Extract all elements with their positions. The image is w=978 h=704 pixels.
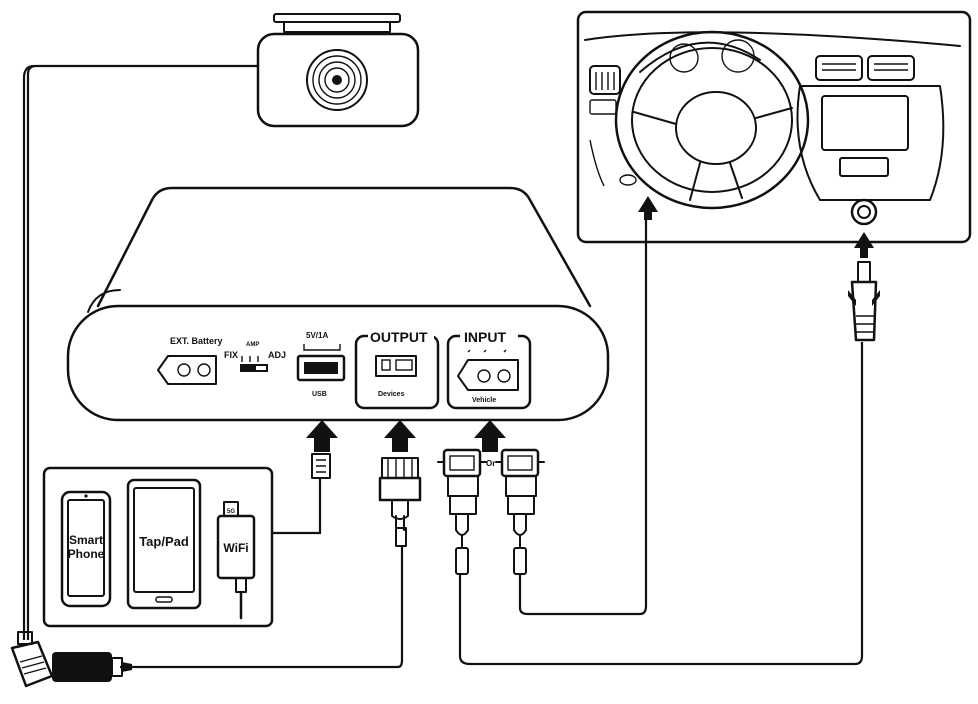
- amp-switch: FIX ADJ AMP: [224, 342, 286, 372]
- camera-lens-icon: [306, 49, 368, 111]
- ext-battery-port: EXT. Battery: [157, 336, 223, 385]
- input-title: INPUT: [464, 329, 506, 345]
- input-sub-label: Vehicle: [472, 397, 496, 404]
- usb-bottom-label: USB: [312, 391, 327, 398]
- lighter-socket-icon: [850, 198, 878, 226]
- wires: [22, 64, 864, 669]
- output-port: OUTPUT Devices: [354, 328, 440, 410]
- smartphone-line2: Phone: [68, 547, 105, 561]
- smartphone-line1: Smart: [69, 533, 103, 547]
- harness-to-ignition: [518, 210, 648, 616]
- usb-port: 5V/1A USB: [296, 331, 346, 398]
- fix-label: FIX: [224, 350, 238, 360]
- amp-label: AMP: [246, 342, 259, 348]
- dashcam-cable: [26, 64, 258, 640]
- infotainment-screen: [821, 95, 909, 151]
- input-arrow-icon: [474, 420, 506, 452]
- power-bank-top: [96, 186, 592, 308]
- output-sub-label: Devices: [378, 391, 405, 398]
- wifi-small-label: 5G: [227, 509, 235, 515]
- wifi-label: WiFi: [223, 541, 248, 555]
- ext-battery-label: EXT. Battery: [170, 336, 223, 346]
- input-port: INPUT Vehicle: [446, 328, 532, 410]
- car-arrows: [638, 196, 874, 258]
- ignition-arrow-icon: [638, 196, 658, 220]
- output-title: OUTPUT: [370, 329, 428, 345]
- output-arrow-icon: [384, 420, 416, 452]
- or-label: Or: [486, 459, 495, 468]
- usb-socket-icon: [296, 354, 346, 382]
- usb-top-label: 5V/1A: [306, 331, 328, 340]
- devices-tray: Smart Phone Tap/Pad 5G WiFi: [42, 466, 274, 628]
- connectors: [311, 448, 545, 575]
- power-bank-arrows: Or: [306, 420, 506, 468]
- tablet-device: Tap/Pad: [126, 478, 202, 610]
- harness-to-lighter: [458, 342, 864, 666]
- car-dashboard: [576, 10, 972, 244]
- input-connector-b: [495, 448, 545, 575]
- tablet-label: Tap/Pad: [139, 534, 189, 549]
- usb-cable: [272, 478, 322, 535]
- lighter-arrow-icon: [854, 232, 874, 258]
- wifi-device: 5G WiFi: [216, 501, 256, 620]
- dashcam: [256, 13, 420, 128]
- lighter-plug: [848, 261, 880, 342]
- adj-label: ADJ: [268, 350, 286, 360]
- steering-wheel: [614, 30, 810, 210]
- ignition-icon: [619, 174, 637, 186]
- plug-to-output-cable: [120, 545, 404, 669]
- cigarette-plug: [10, 631, 132, 688]
- power-bank-front: [66, 304, 610, 422]
- input-connector-a: [437, 448, 487, 575]
- power-bank: EXT. Battery FIX ADJ AMP 5V/1A USB OUTP: [66, 186, 610, 422]
- usb-arrow-icon: [306, 420, 338, 452]
- smartphone-device: Smart Phone: [60, 490, 112, 608]
